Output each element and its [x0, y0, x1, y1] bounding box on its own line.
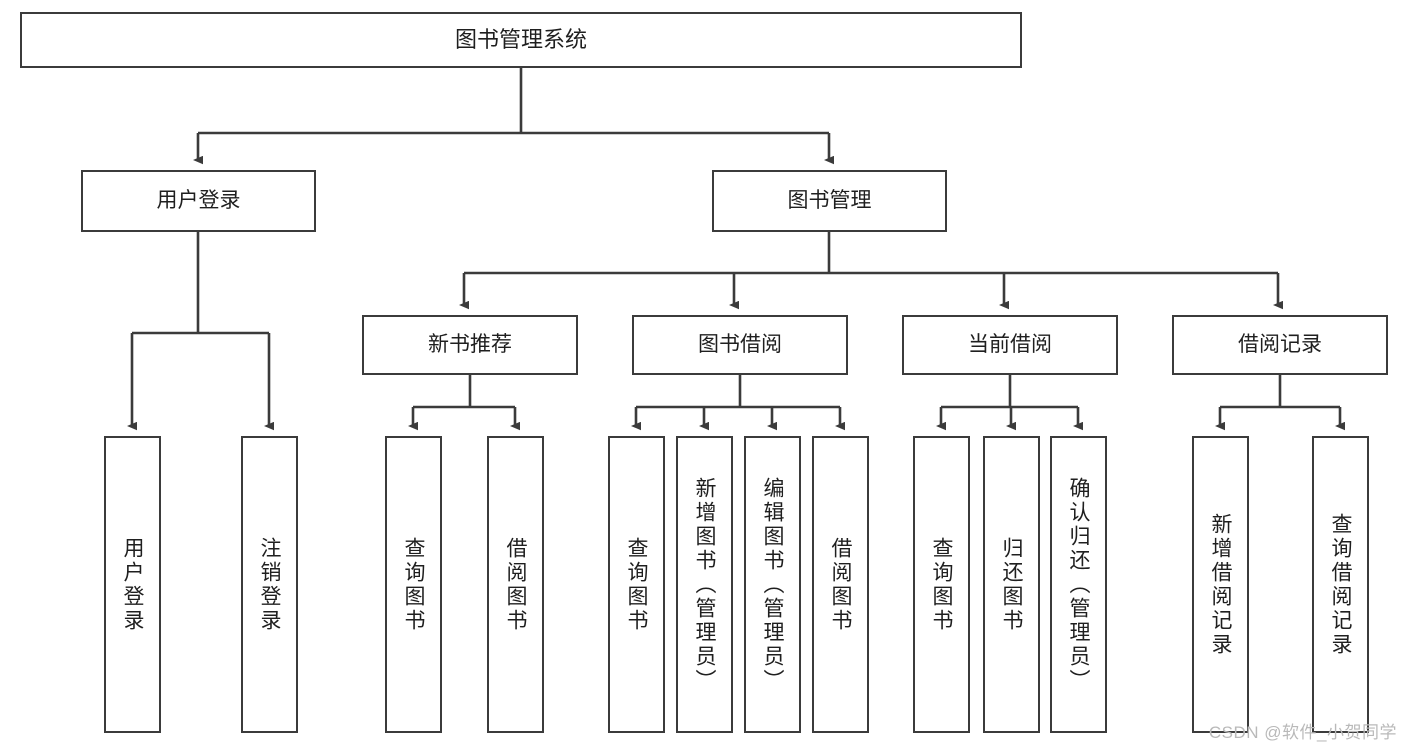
leaf-borrow-borrow-book-label: 借阅图书 [829, 536, 852, 633]
node-borrow-record[interactable]: 借阅记录 [1172, 315, 1388, 375]
leaf-borrow-edit-book-label: 编辑图书（管理员） [761, 476, 784, 693]
node-root-label: 图书管理系统 [454, 27, 587, 53]
leaf-user-logout[interactable]: 注销登录 [241, 436, 298, 733]
node-user-login-label: 用户登录 [156, 188, 241, 212]
leaf-record-add[interactable]: 新增借阅记录 [1192, 436, 1249, 733]
leaf-rec-borrow-book[interactable]: 借阅图书 [487, 436, 544, 733]
leaf-rec-borrow-book-label: 借阅图书 [504, 536, 527, 633]
node-new-book-recommend[interactable]: 新书推荐 [362, 315, 578, 375]
leaf-borrow-query-book-label: 查询图书 [625, 536, 648, 633]
leaf-user-logout-label: 注销登录 [258, 536, 281, 633]
leaf-borrow-edit-book[interactable]: 编辑图书（管理员） [744, 436, 801, 733]
node-root[interactable]: 图书管理系统 [20, 12, 1022, 68]
node-book-borrow[interactable]: 图书借阅 [632, 315, 848, 375]
leaf-current-query-book-label: 查询图书 [930, 536, 953, 633]
leaf-record-query-label: 查询借阅记录 [1329, 512, 1352, 657]
leaf-record-add-label: 新增借阅记录 [1209, 512, 1232, 657]
leaf-borrow-add-book-label: 新增图书（管理员） [693, 476, 716, 693]
leaf-rec-query-book[interactable]: 查询图书 [385, 436, 442, 733]
csdn-watermark: CSDN @软件_小贺同学 [1208, 723, 1397, 742]
node-borrow-record-label: 借阅记录 [1238, 332, 1322, 356]
node-book-management[interactable]: 图书管理 [712, 170, 947, 232]
node-book-management-label: 图书管理 [787, 188, 872, 212]
node-user-login[interactable]: 用户登录 [81, 170, 316, 232]
node-book-borrow-label: 图书借阅 [698, 332, 782, 356]
node-current-borrow[interactable]: 当前借阅 [902, 315, 1118, 375]
node-current-borrow-label: 当前借阅 [968, 332, 1052, 356]
leaf-record-query[interactable]: 查询借阅记录 [1312, 436, 1369, 733]
leaf-current-return-book-label: 归还图书 [1000, 536, 1023, 633]
leaf-borrow-add-book[interactable]: 新增图书（管理员） [676, 436, 733, 733]
leaf-user-login-label: 用户登录 [121, 536, 144, 633]
leaf-borrow-borrow-book[interactable]: 借阅图书 [812, 436, 869, 733]
leaf-current-query-book[interactable]: 查询图书 [913, 436, 970, 733]
leaf-current-confirm-return[interactable]: 确认归还（管理员） [1050, 436, 1107, 733]
leaf-current-return-book[interactable]: 归还图书 [983, 436, 1040, 733]
leaf-user-login[interactable]: 用户登录 [104, 436, 161, 733]
leaf-rec-query-book-label: 查询图书 [402, 536, 425, 633]
leaf-current-confirm-return-label: 确认归还（管理员） [1067, 476, 1090, 693]
leaf-borrow-query-book[interactable]: 查询图书 [608, 436, 665, 733]
node-new-book-recommend-label: 新书推荐 [428, 332, 512, 356]
